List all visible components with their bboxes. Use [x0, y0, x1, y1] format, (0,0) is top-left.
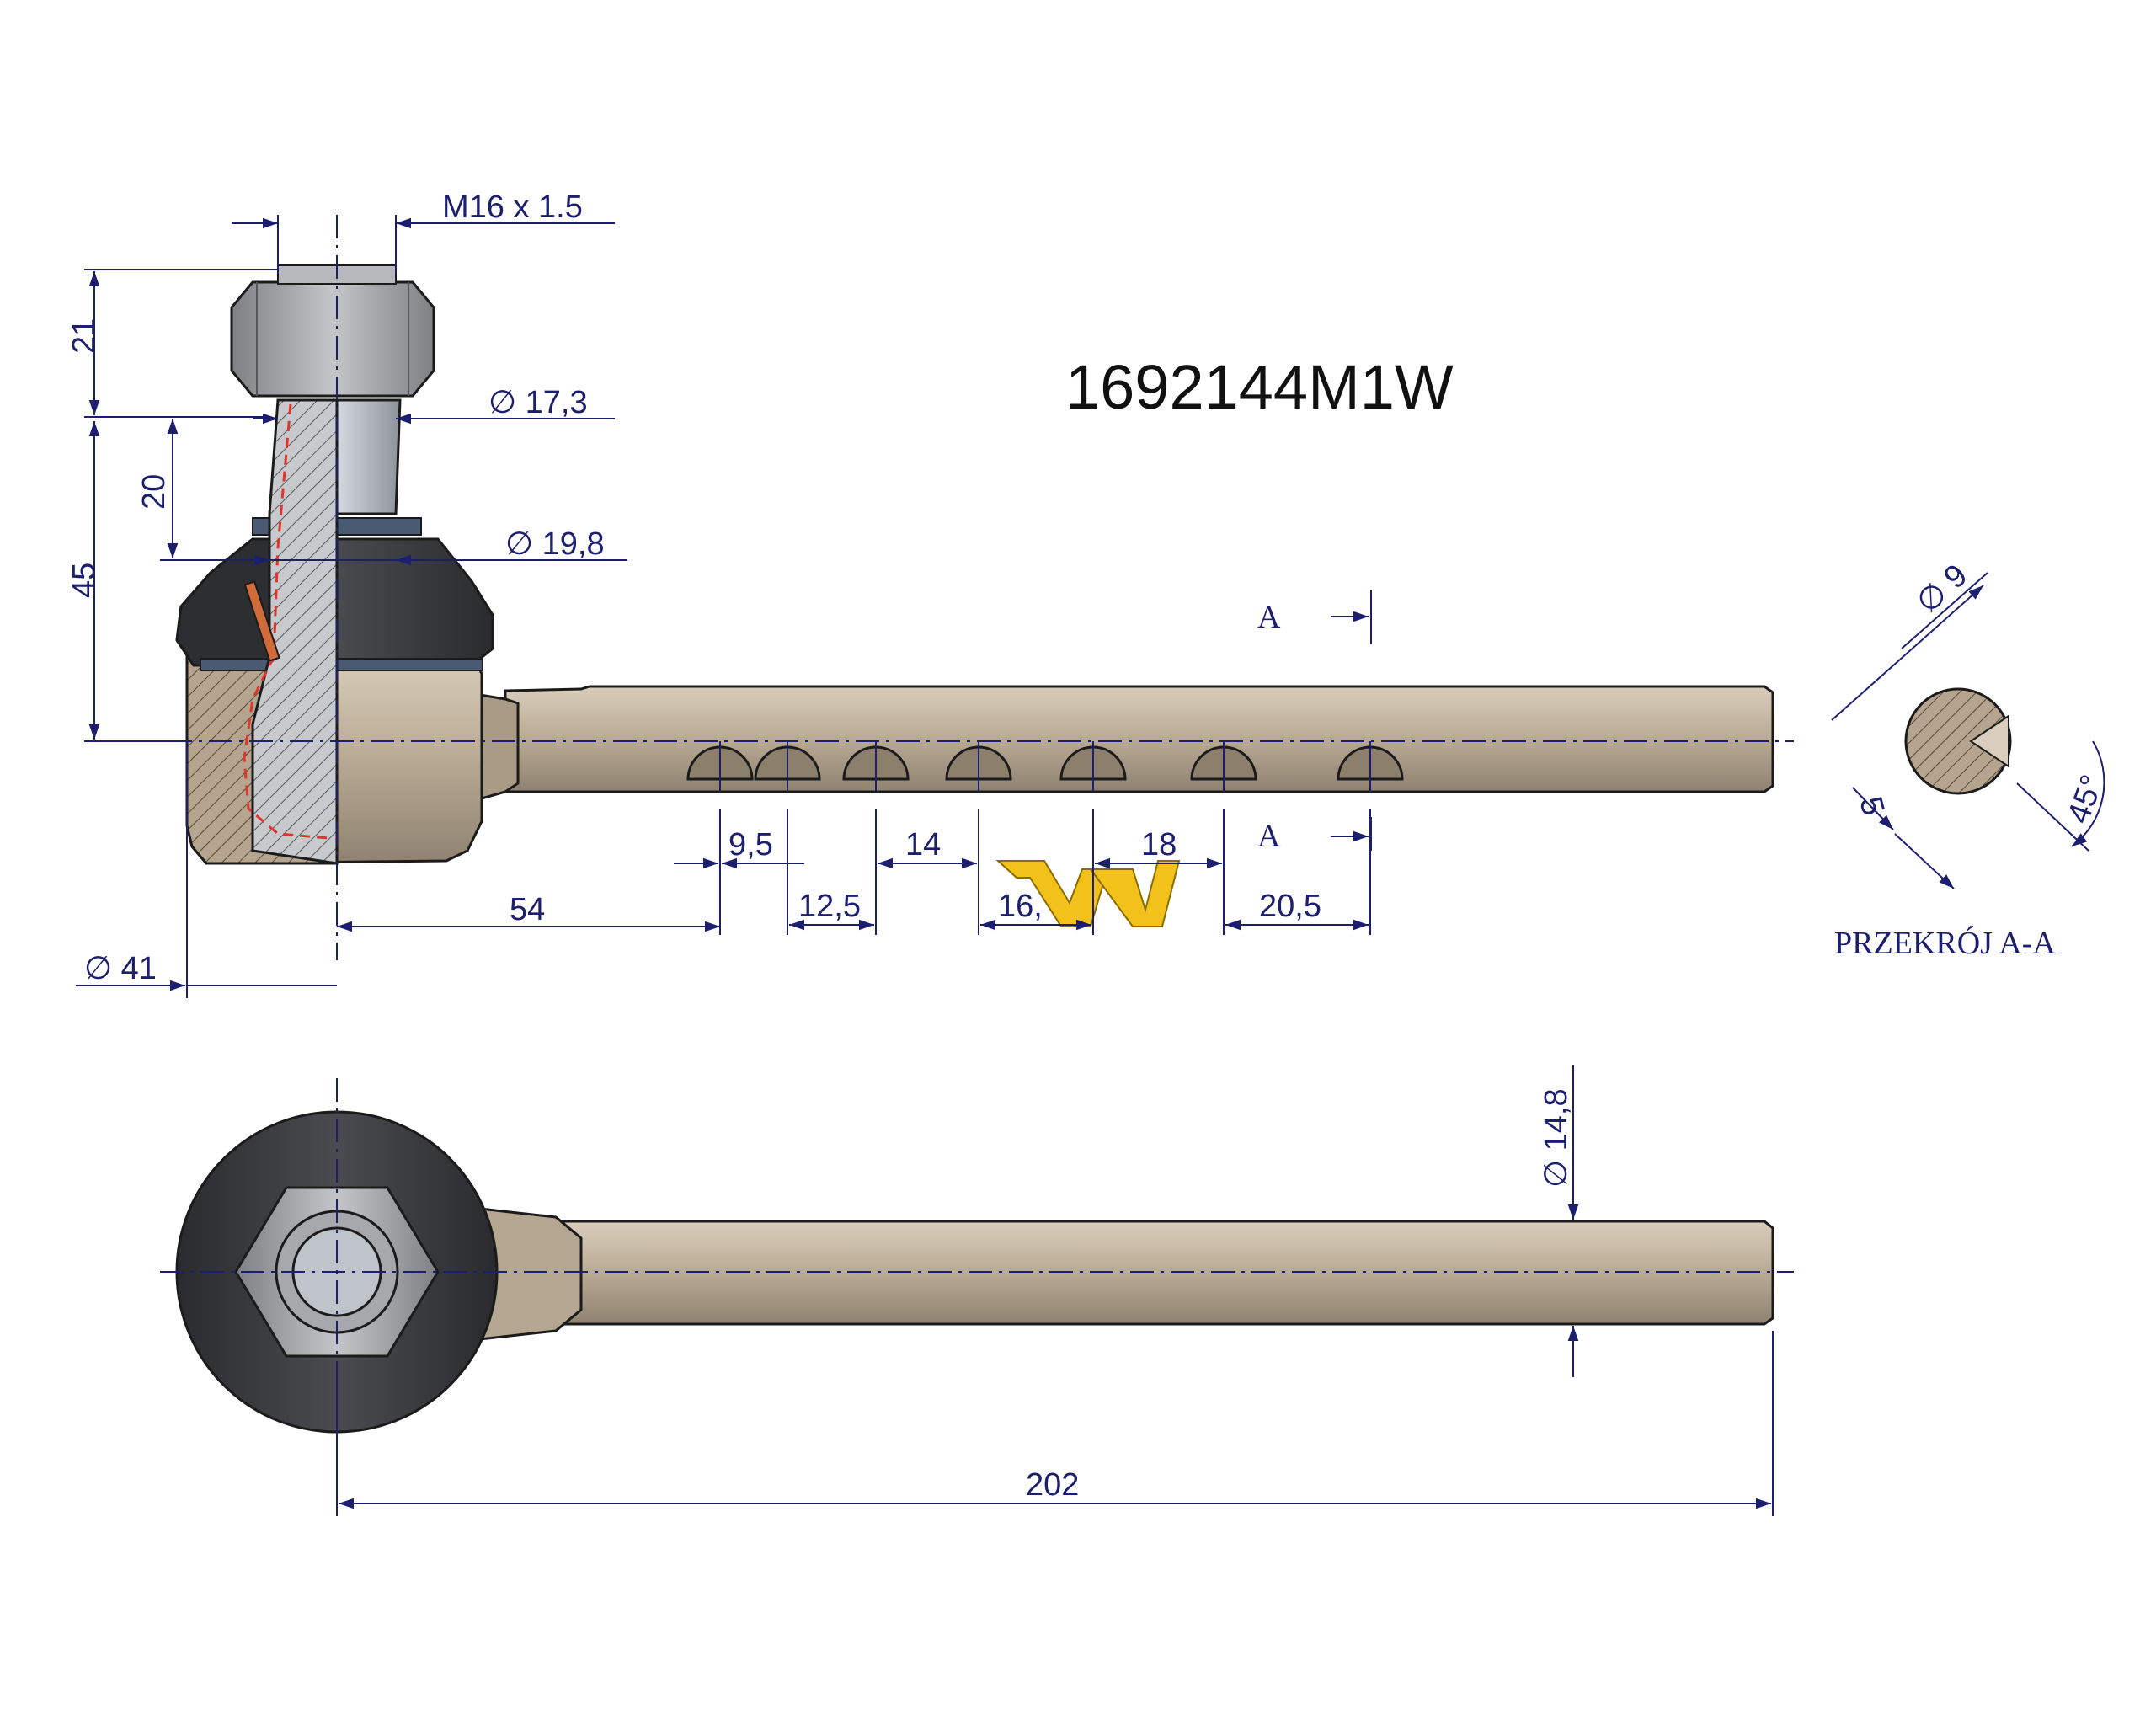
boot-clip-lower: [200, 658, 483, 671]
section-45deg: 45°: [2061, 771, 2111, 828]
brand-logo: [995, 860, 1181, 927]
castle-nut: [230, 280, 435, 398]
dim-16: 16,: [998, 889, 1043, 924]
top-view: [160, 1078, 1794, 1470]
section-marker-top: A: [1257, 600, 1281, 635]
section-title: PRZEKRÓJ A-A: [1834, 926, 2056, 961]
dim-202: 202: [1026, 1467, 1079, 1503]
dim-21: 21: [67, 318, 102, 354]
dimension-lines-top: [336, 1065, 1774, 1516]
hidden-line: [243, 403, 329, 840]
section-marker-bottom: A: [1257, 819, 1281, 854]
section-d9: ∅ 9: [1910, 558, 1974, 621]
dim-d41: ∅ 41: [84, 951, 157, 986]
dim-20-5: 20,5: [1259, 889, 1321, 924]
dim-d17-3: ∅ 17,3: [488, 385, 588, 420]
part-number: 1692144M1W: [1065, 352, 1454, 422]
dim-d19-8: ∅ 19,8: [505, 526, 605, 562]
cotter-pin: [243, 580, 280, 662]
section-flat: [1969, 714, 2009, 768]
dim-14: 14: [905, 827, 941, 862]
dim-20: 20: [136, 474, 172, 510]
dim-54: 54: [510, 892, 545, 927]
dimension-lines-side: [76, 215, 1372, 998]
labels: 1692144M1W M16 x 1.5 21 45 20 ∅ 17,3 ∅ 1…: [67, 190, 2111, 1503]
dim-18: 18: [1141, 827, 1177, 862]
dim-12-5: 12,5: [798, 889, 861, 924]
dim-d14-8: ∅ 14,8: [1539, 1088, 1574, 1188]
section-circle: [1904, 687, 2012, 795]
thread-spec: M16 x 1.5: [442, 190, 583, 225]
tie-rod-shaft: [504, 685, 1774, 793]
side-view: [168, 215, 1794, 960]
section-a-a: [1831, 572, 2105, 889]
dim-9-5: 9,5: [728, 827, 773, 862]
section-5: 5: [1852, 793, 1891, 819]
adjustment-holes: [686, 741, 1404, 792]
dim-45: 45: [67, 563, 102, 598]
